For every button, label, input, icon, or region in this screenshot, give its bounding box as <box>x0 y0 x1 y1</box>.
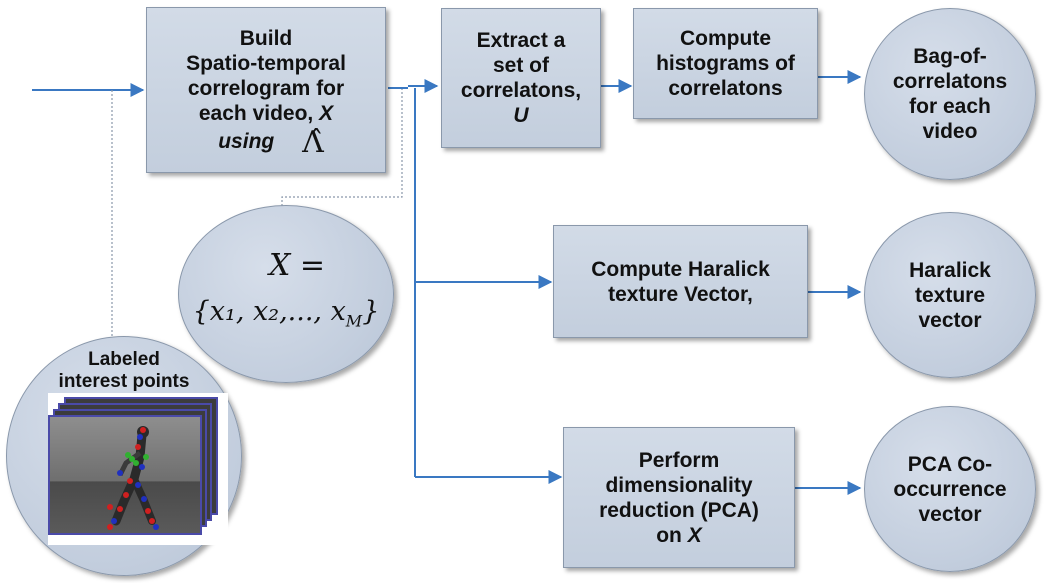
video-frame-front <box>48 415 202 535</box>
compute-haralick-box: Compute Haralick texture Vector, <box>553 225 808 338</box>
build-line-4-text: each video, <box>198 102 314 125</box>
build-line-5: using Λ̂ <box>208 126 324 158</box>
build-correlogram-box: Build Spatio-temporal correlogram for ea… <box>146 7 386 173</box>
pca-line-1: Perform <box>638 448 720 472</box>
bag-line-4: video <box>922 120 978 143</box>
build-line-1: Build <box>239 27 293 50</box>
labeled-line-1: Labeled <box>88 349 160 370</box>
dotted-link-xset <box>281 88 403 212</box>
build-line-4: each video, X <box>199 101 333 126</box>
labeled-line-2: interest points <box>58 371 190 392</box>
compute-histograms-box: Compute histograms of correlatons <box>633 8 818 119</box>
build-line-2: Spatio-temporal <box>186 52 346 75</box>
histogram-line-2: histograms of <box>656 52 795 75</box>
video-frames-image <box>48 393 228 545</box>
x-set-close-brace: } <box>362 296 380 328</box>
pca-line-4: on X <box>656 523 702 548</box>
x-set-subscript: M <box>345 311 363 331</box>
pca-cooccurrence-circle: PCA Co- occurrence vector <box>864 406 1036 572</box>
histogram-line-1: Compute <box>680 27 771 50</box>
pca-line-2: dimensionality <box>605 473 753 497</box>
haralick-texture-circle: Haralick texture vector <box>864 212 1036 378</box>
pca-var-x: X <box>687 523 702 547</box>
bag-line-3: for each <box>909 95 991 118</box>
build-var-x: X <box>319 102 334 125</box>
x-set-elements: {x₁, x₂,..., x <box>192 296 346 328</box>
pca-line-4-text: on <box>656 523 682 547</box>
pca-circle-line-3: vector <box>918 502 982 526</box>
skeleton-figure <box>107 426 159 530</box>
extract-line-1: Extract a <box>476 29 566 52</box>
haralick-circle-line-3: vector <box>918 308 982 332</box>
haralick-line-2: texture Vector, <box>608 282 753 306</box>
build-using: using <box>218 130 275 153</box>
extract-var-u: U <box>513 104 529 127</box>
bag-line-1: Bag-of- <box>913 45 987 68</box>
pca-circle-line-1: PCA Co- <box>907 452 993 476</box>
extract-line-3: correlatons, <box>460 79 582 102</box>
build-line-3: correlogram for <box>187 77 345 100</box>
extract-line-2: set of <box>492 54 549 77</box>
x-set-line-1: X = <box>268 248 326 284</box>
lambda-hat-symbol: Λ̂ <box>302 125 324 160</box>
haralick-line-1: Compute Haralick <box>591 257 770 281</box>
bag-line-2: correlatons <box>892 70 1008 93</box>
extract-correlatons-box: Extract a set of correlatons, U <box>441 8 601 148</box>
histogram-line-3: correlatons <box>668 77 783 100</box>
x-set-circle: X = {x₁, x₂,..., xM} <box>178 205 394 383</box>
perform-pca-box: Perform dimensionality reduction (PCA) o… <box>563 427 795 568</box>
haralick-circle-line-2: texture <box>914 283 986 307</box>
pca-circle-line-2: occurrence <box>893 477 1007 501</box>
x-set-line-2: {x₁, x₂,..., xM} <box>193 292 380 341</box>
haralick-circle-line-1: Haralick <box>909 258 991 282</box>
pca-line-3: reduction (PCA) <box>599 498 759 522</box>
bag-of-correlatons-circle: Bag-of- correlatons for each video <box>864 8 1036 180</box>
interest-point-markers <box>107 427 159 530</box>
